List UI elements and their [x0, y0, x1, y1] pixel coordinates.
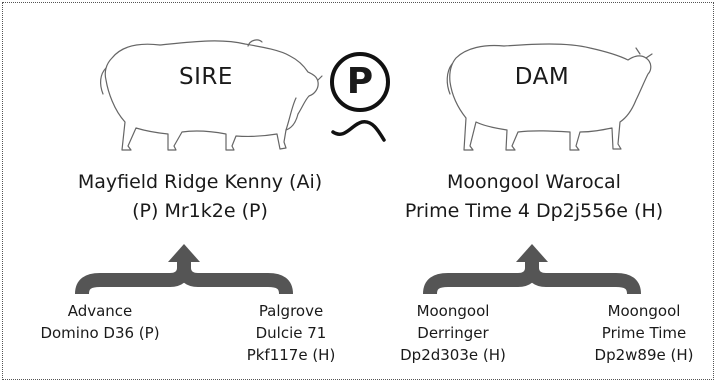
dam-dam-line2: Prime Time	[601, 324, 687, 342]
dam-arrow	[516, 244, 548, 262]
dam-sire: Moongool Derringer Dp2d303e (H)	[388, 300, 518, 366]
cow-outline	[446, 43, 653, 151]
dam-sire-line1: Moongool	[416, 302, 490, 320]
dam-label: DAM	[514, 64, 570, 90]
sire-sire-line1: Advance	[67, 302, 133, 320]
sire-bracket	[75, 261, 293, 295]
sire-name-line1: Mayfield Ridge Kenny (Ai)	[77, 171, 323, 193]
sire-sire-line2: Domino D36 (P)	[40, 324, 160, 342]
dam-bracket	[423, 261, 641, 295]
dam-name: Moongool Warocal Prime Time 4 Dp2j556e (…	[374, 168, 694, 226]
dam-name-line2: Prime Time 4 Dp2j556e (H)	[404, 200, 664, 222]
dam-dam-line3: Dp2w89e (H)	[594, 346, 694, 364]
sire-name: Mayfield Ridge Kenny (Ai) (P) Mr1k2e (P)	[20, 168, 380, 226]
sire-dam-line2: Dulcie 71	[255, 324, 327, 342]
pedigree-frame	[2, 2, 714, 380]
dam-sire-line2: Derringer	[417, 324, 489, 342]
dam-dam: Moongool Prime Time Dp2w89e (H)	[576, 300, 712, 366]
sire-label: SIRE	[179, 64, 233, 90]
sire-dam: Palgrove Dulcie 71 Pkf117e (H)	[226, 300, 356, 366]
poll-symbol	[330, 52, 390, 142]
bull-outline	[100, 39, 323, 151]
sire-dam-line3: Pkf117e (H)	[246, 346, 336, 364]
sire-sire: Advance Domino D36 (P)	[30, 300, 170, 344]
dam-sire-line3: Dp2d303e (H)	[400, 346, 506, 364]
sire-name-line2: (P) Mr1k2e (P)	[132, 200, 268, 222]
sire-arrow	[168, 244, 200, 262]
dam-name-line1: Moongool Warocal	[447, 171, 621, 193]
sire-dam-line1: Palgrove	[258, 302, 324, 320]
dam-dam-line1: Moongool	[607, 302, 681, 320]
poll-symbol-letter: P	[346, 61, 374, 102]
